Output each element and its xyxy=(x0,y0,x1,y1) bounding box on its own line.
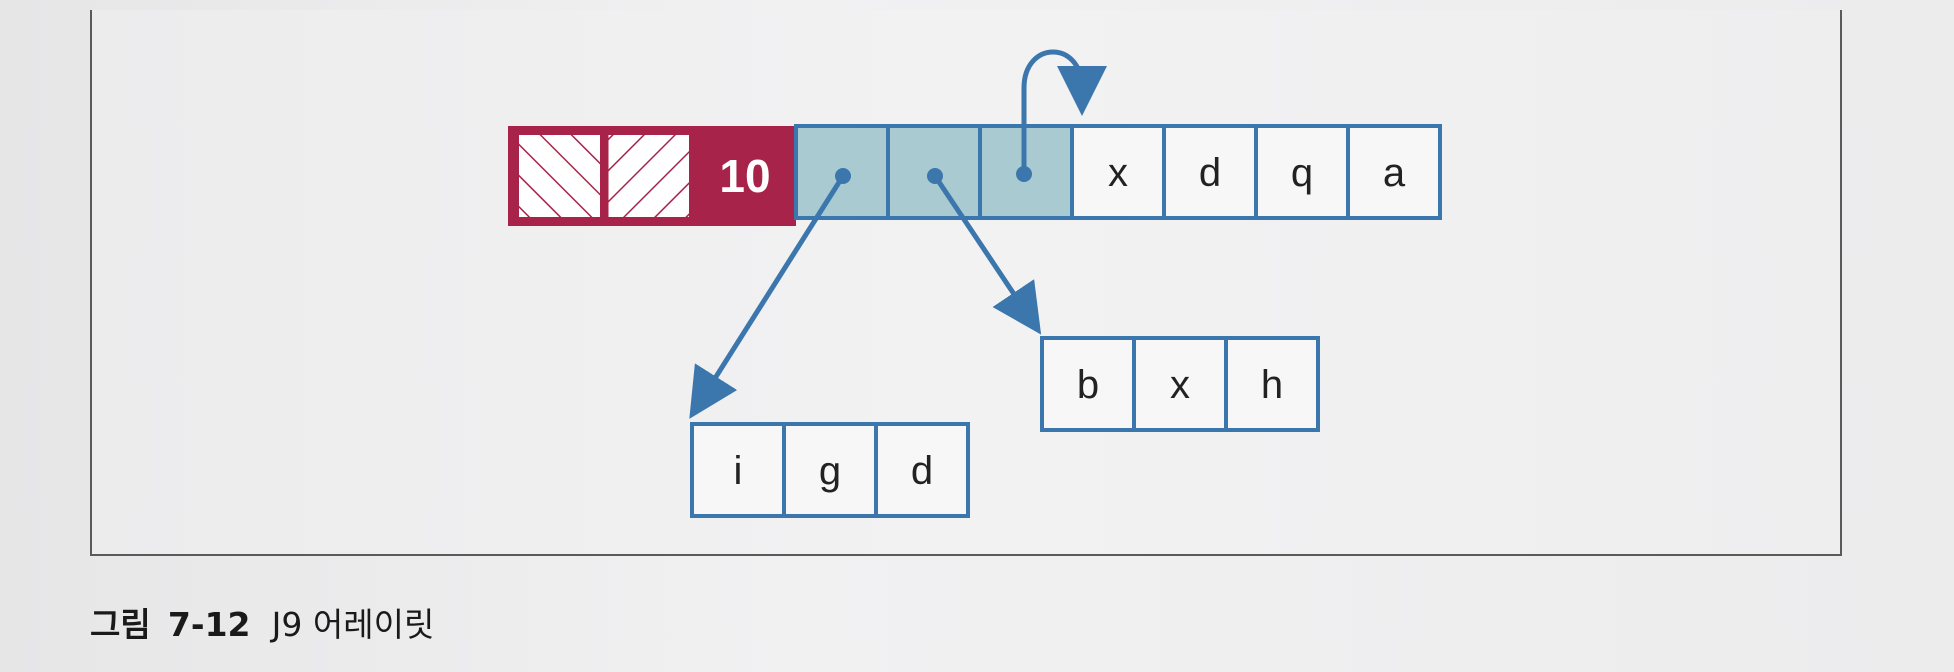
child2-cell-3 xyxy=(1224,336,1320,432)
caption-label: 그림 xyxy=(90,605,151,644)
value-cell-4 xyxy=(1346,124,1442,220)
child-array-2: b x h xyxy=(1040,336,1320,432)
child1-cell-1 xyxy=(690,422,786,518)
child1-cell-3-text: d xyxy=(911,449,933,493)
value-cell-4-text: a xyxy=(1383,151,1406,195)
child2-cell-1 xyxy=(1040,336,1136,432)
header-hatch-cell-2 xyxy=(606,133,691,219)
child2-cell-2 xyxy=(1132,336,1228,432)
value-cell-1-text: x xyxy=(1108,151,1128,195)
child2-cell-2-text: x xyxy=(1170,363,1190,407)
pointer-arrow-2 xyxy=(932,174,1042,335)
child1-cell-2-text: g xyxy=(819,449,841,493)
child2-cell-1-text: b xyxy=(1077,363,1099,407)
array-length-label: 10 xyxy=(719,150,770,202)
caption-title: J9 어레이릿 xyxy=(271,605,435,644)
pointer-arrow-1 xyxy=(689,174,846,419)
child1-cell-3 xyxy=(874,422,970,518)
child2-cell-3-text: h xyxy=(1261,363,1283,407)
caption-number: 7-12 xyxy=(167,605,251,644)
pointer-arrow-3 xyxy=(1021,49,1107,174)
value-cell-2 xyxy=(1162,124,1258,220)
value-cell-3 xyxy=(1254,124,1350,220)
value-cell-3-text: q xyxy=(1291,151,1313,195)
value-cell-2-text: d xyxy=(1199,151,1221,195)
value-cell-1 xyxy=(1070,124,1166,220)
child1-cell-1-text: i xyxy=(734,449,743,493)
header-hatch-cell-1 xyxy=(517,133,602,219)
child-array-1: i g d xyxy=(690,422,970,518)
array-header: 10 xyxy=(508,126,796,226)
top-array: x d q a xyxy=(794,124,1442,220)
figure-caption: 그림 7-12 J9 어레이릿 xyxy=(90,598,434,646)
